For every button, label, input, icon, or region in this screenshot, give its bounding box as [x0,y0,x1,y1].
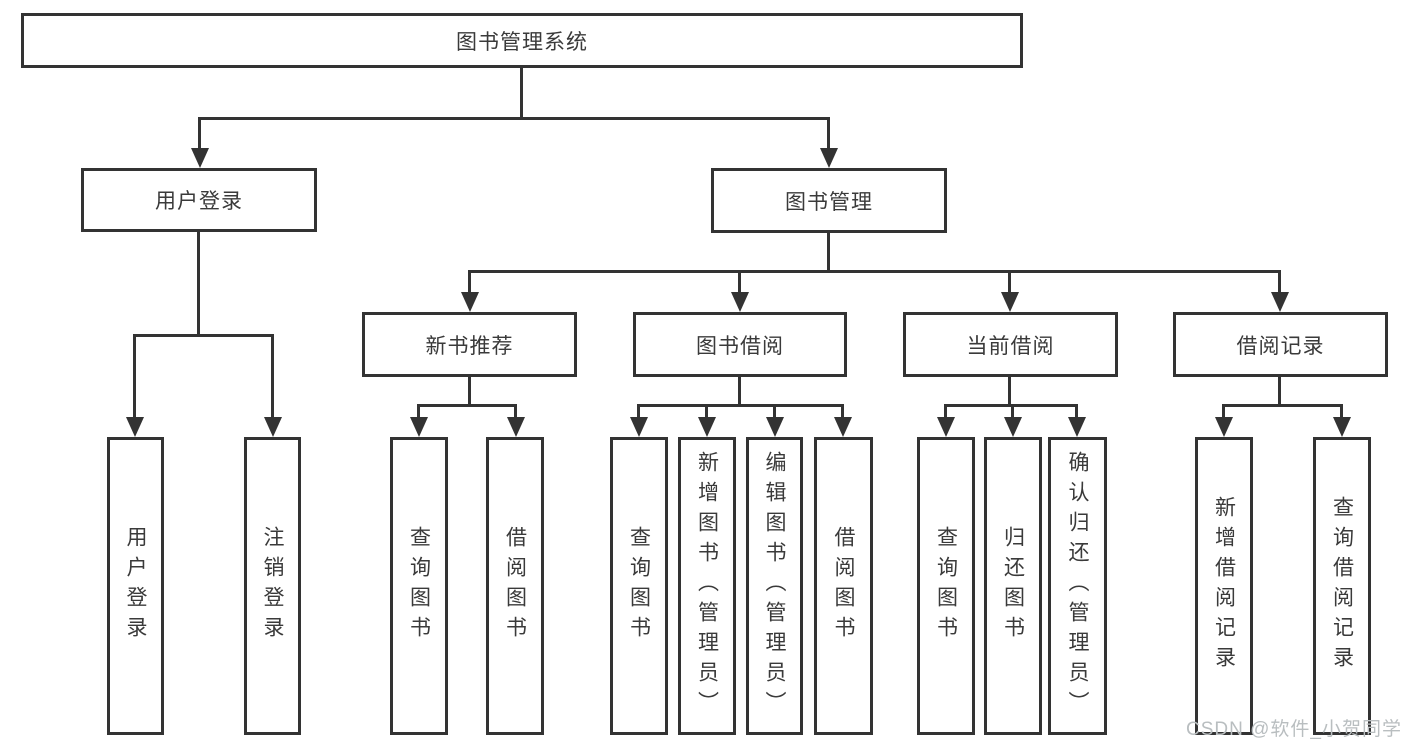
connector-line [1340,404,1343,419]
connector-line [198,117,830,120]
leaf-add-borrow-record: 新增借阅记录 [1195,437,1253,735]
connector-line [637,404,640,419]
arrow-down-icon [1271,292,1289,312]
leaf-confirm-return-admin: 确认归还（管理员） [1048,437,1107,735]
arrow-down-icon [834,417,852,437]
connector-line [417,404,420,419]
arrow-down-icon [820,148,838,168]
csdn-watermark: CSDN @软件_小贺同学 [1186,719,1402,740]
arrow-down-icon [937,417,955,437]
arrow-down-icon [1004,417,1022,437]
connector-line [198,117,201,150]
connector-line [1222,404,1342,407]
connector-line [1278,270,1281,294]
arrow-down-icon [698,417,716,437]
leaf-query-books-borrowing: 查询图书 [610,437,668,735]
arrow-down-icon [1215,417,1233,437]
node-current-borrowing: 当前借阅 [903,312,1118,377]
connector-line [944,404,947,419]
arrow-down-icon [1333,417,1351,437]
arrow-down-icon [126,417,144,437]
leaf-query-books-current: 查询图书 [917,437,975,735]
connector-line [520,68,523,119]
connector-line [514,404,517,419]
arrow-down-icon [264,417,282,437]
connector-line [827,117,830,150]
node-book-management: 图书管理 [711,168,947,233]
connector-line [133,334,136,419]
leaf-borrow-books-recommend: 借阅图书 [486,437,544,735]
arrow-down-icon [461,292,479,312]
node-library-management-system: 图书管理系统 [21,13,1023,68]
leaf-add-book-admin: 新增图书（管理员） [678,437,736,735]
arrow-down-icon [630,417,648,437]
node-user-login: 用户登录 [81,168,317,232]
connector-line [1278,377,1281,407]
connector-line [773,404,776,419]
leaf-borrow-books-borrowing: 借阅图书 [814,437,873,735]
arrow-down-icon [410,417,428,437]
connector-line [417,404,517,407]
arrow-down-icon [766,417,784,437]
arrow-down-icon [191,148,209,168]
connector-line [1008,377,1011,407]
leaf-return-book: 归还图书 [984,437,1042,735]
connector-line [468,270,471,294]
node-borrowing-records: 借阅记录 [1173,312,1388,377]
connector-line [738,377,741,407]
connector-line [1075,404,1078,419]
connector-line [1011,404,1014,419]
connector-line [133,334,274,337]
connector-line [468,270,1281,273]
arrow-down-icon [507,417,525,437]
leaf-edit-book-admin: 编辑图书（管理员） [746,437,803,735]
connector-line [271,334,274,419]
arrow-down-icon [1068,417,1086,437]
leaf-query-books-recommend: 查询图书 [390,437,448,735]
node-new-book-recommendation: 新书推荐 [362,312,577,377]
connector-line [827,233,830,273]
connector-line [1008,270,1011,294]
connector-line [637,404,843,407]
connector-line [738,270,741,294]
connector-line [841,404,844,419]
leaf-logout: 注销登录 [244,437,301,735]
leaf-user-login: 用户登录 [107,437,164,735]
arrow-down-icon [1001,292,1019,312]
connector-line [1222,404,1225,419]
arrow-down-icon [731,292,749,312]
connector-line [705,404,708,419]
leaf-query-borrow-record: 查询借阅记录 [1313,437,1371,735]
node-book-borrowing: 图书借阅 [633,312,847,377]
connector-line [468,377,471,407]
connector-line [197,232,200,337]
